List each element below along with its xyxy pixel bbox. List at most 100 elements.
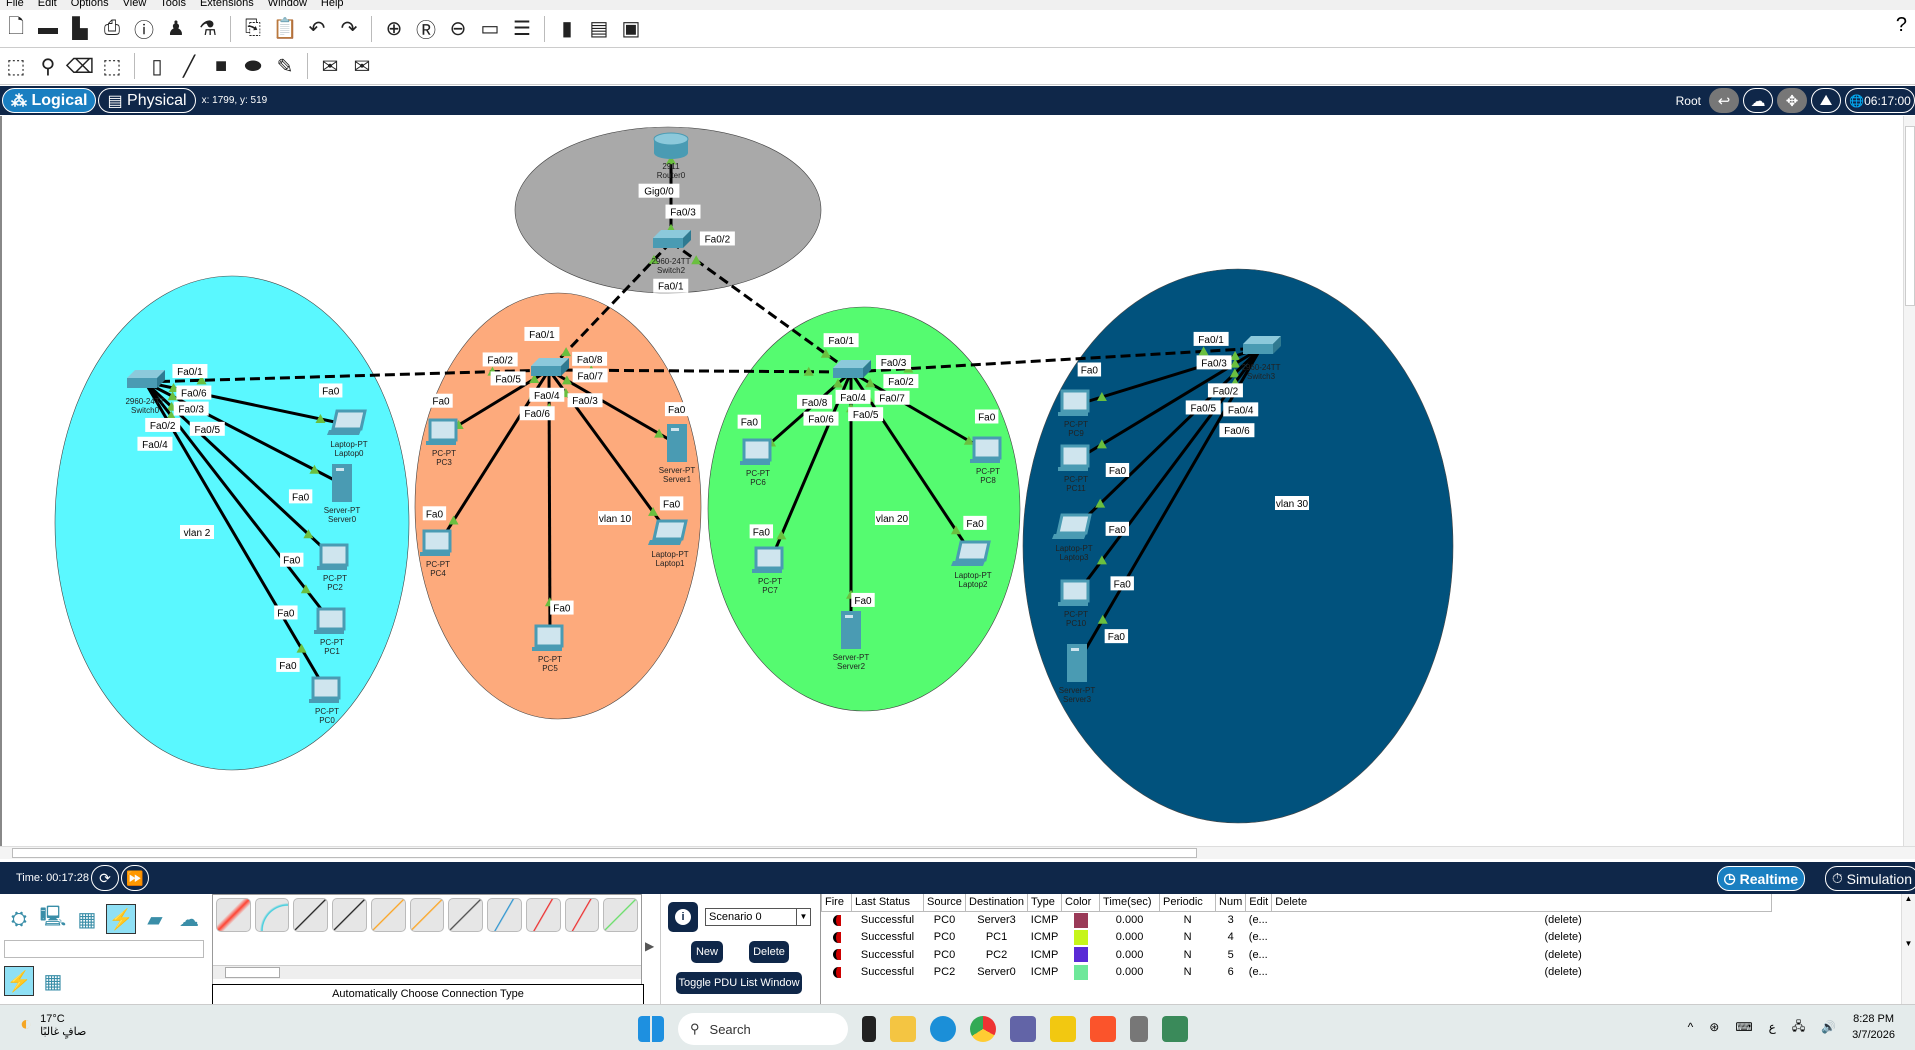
- pdu-scrollbar[interactable]: ▲▼: [1901, 894, 1915, 1004]
- edit-link-cell[interactable]: (e...: [1248, 966, 1268, 979]
- select-icon[interactable]: ⬚: [6, 55, 26, 78]
- save-icon[interactable]: ▙: [72, 18, 88, 40]
- network-devices-icon[interactable]: ⛭: [11, 907, 27, 930]
- device-search-input[interactable]: [4, 940, 204, 958]
- structured-cabling-icon[interactable]: ▦: [43, 970, 63, 993]
- viewport-icon[interactable]: ▮: [561, 18, 573, 40]
- zone-label-vlan30[interactable]: vlan 30: [1275, 496, 1309, 510]
- menu-file[interactable]: File: [6, 0, 24, 9]
- link-swg-swb[interactable]: [850, 346, 1262, 374]
- keyboard-icon[interactable]: ⌨: [1735, 1020, 1753, 1034]
- fiber-icon[interactable]: [370, 898, 406, 932]
- connections-icon[interactable]: ⚡: [106, 904, 136, 934]
- delete-scenario-button[interactable]: Delete: [749, 941, 789, 963]
- set-background-icon[interactable]: ⛰: [1811, 88, 1841, 113]
- phone-icon[interactable]: [409, 898, 445, 932]
- menu-extensions[interactable]: Extensions: [199, 0, 254, 9]
- power-cycle-icon[interactable]: ⟳: [90, 865, 119, 891]
- delete-link-cell[interactable]: (delete): [1544, 966, 1582, 979]
- delete-icon[interactable]: ⌫: [65, 55, 95, 78]
- fire-cell[interactable]: [822, 929, 852, 947]
- file-explorer-icon[interactable]: [890, 1016, 916, 1042]
- new-file-icon[interactable]: 🗋: [7, 15, 25, 38]
- image-icon[interactable]: ▣: [621, 18, 641, 40]
- draw-ellipse-icon[interactable]: ⬬: [244, 54, 262, 77]
- pdu-column-header[interactable]: Delete: [1271, 894, 1773, 912]
- fire-icon[interactable]: [832, 966, 841, 978]
- link-swc-pc0[interactable]: [143, 381, 329, 693]
- add-complex-pdu-icon[interactable]: ✉: [353, 55, 371, 78]
- paste-icon[interactable]: 📋: [272, 18, 298, 40]
- packet-tracer-icon[interactable]: [1162, 1016, 1188, 1042]
- move-object-icon[interactable]: ✥: [1777, 88, 1807, 113]
- back-icon[interactable]: ↩: [1709, 88, 1739, 113]
- straight-through-icon[interactable]: [293, 898, 329, 932]
- print-icon[interactable]: ⎙: [104, 17, 120, 39]
- toggle-pdu-list-button[interactable]: Toggle PDU List Window: [676, 972, 802, 994]
- menu-tools[interactable]: Tools: [160, 0, 186, 9]
- edit-link-cell[interactable]: (e...: [1248, 931, 1268, 944]
- edit-link-cell[interactable]: (e...: [1248, 948, 1268, 961]
- switch-swo[interactable]: [531, 358, 569, 376]
- teams-icon[interactable]: [1010, 1016, 1036, 1042]
- link-switch2-swg[interactable]: [670, 240, 852, 374]
- draw-line-icon[interactable]: ╱: [182, 55, 196, 78]
- cluster-icon[interactable]: ▤: [589, 18, 609, 40]
- menu-help[interactable]: Help: [320, 0, 344, 9]
- connections-subcategory-icon[interactable]: ⚡: [4, 966, 34, 996]
- open-folder-icon[interactable]: ▬: [38, 17, 58, 39]
- connections-scrollbar[interactable]: [213, 965, 641, 979]
- logical-tab[interactable]: ⁂ Logical: [2, 88, 97, 113]
- pdu-column-header[interactable]: Edit: [1245, 894, 1273, 912]
- calculator-icon[interactable]: [1130, 1016, 1148, 1042]
- info-icon[interactable]: ⓘ: [134, 20, 154, 42]
- zone-vlan20[interactable]: [707, 306, 1021, 712]
- serial-dte-icon[interactable]: [525, 898, 561, 932]
- fire-cell[interactable]: [822, 946, 852, 964]
- scroll-thumb[interactable]: [225, 967, 280, 978]
- copy-icon[interactable]: ⎘: [245, 17, 261, 39]
- edit-link-cell[interactable]: (e...: [1248, 914, 1268, 926]
- coaxial-icon[interactable]: [448, 898, 484, 932]
- chrome-icon[interactable]: [970, 1016, 996, 1042]
- windows-start-icon[interactable]: [638, 1016, 664, 1042]
- link-swb-laptop3[interactable]: [1072, 346, 1263, 531]
- zone-label-vlan2[interactable]: vlan 2: [180, 525, 214, 539]
- pdu-column-header[interactable]: Fire: [821, 894, 852, 912]
- pdu-column-header[interactable]: Periodic: [1159, 894, 1217, 912]
- miscellaneous-icon[interactable]: ▰: [147, 908, 163, 931]
- horizontal-scrollbar[interactable]: [0, 846, 1915, 859]
- auto-connection-icon[interactable]: [216, 898, 251, 932]
- network-icon[interactable]: 🖧: [1791, 1018, 1806, 1033]
- scenario-info-button[interactable]: i: [668, 902, 698, 932]
- fire-icon[interactable]: [832, 931, 841, 943]
- link-swg-laptop2[interactable]: [849, 371, 975, 557]
- multiuser-icon[interactable]: ☁: [179, 908, 199, 931]
- draw-rectangle-icon[interactable]: ■: [214, 54, 228, 77]
- taskbar-search[interactable]: ⚲Search: [678, 1013, 848, 1045]
- fire-cell[interactable]: [822, 911, 852, 929]
- zoom-in-icon[interactable]: ⊕: [385, 18, 403, 40]
- task-view-icon[interactable]: [862, 1016, 876, 1042]
- new-scenario-button[interactable]: New: [691, 941, 723, 963]
- vertical-scrollbar[interactable]: [1903, 116, 1915, 846]
- activity-wizard-icon[interactable]: ♟: [167, 18, 185, 40]
- fire-icon[interactable]: [832, 914, 841, 926]
- crossover-icon[interactable]: [332, 898, 367, 932]
